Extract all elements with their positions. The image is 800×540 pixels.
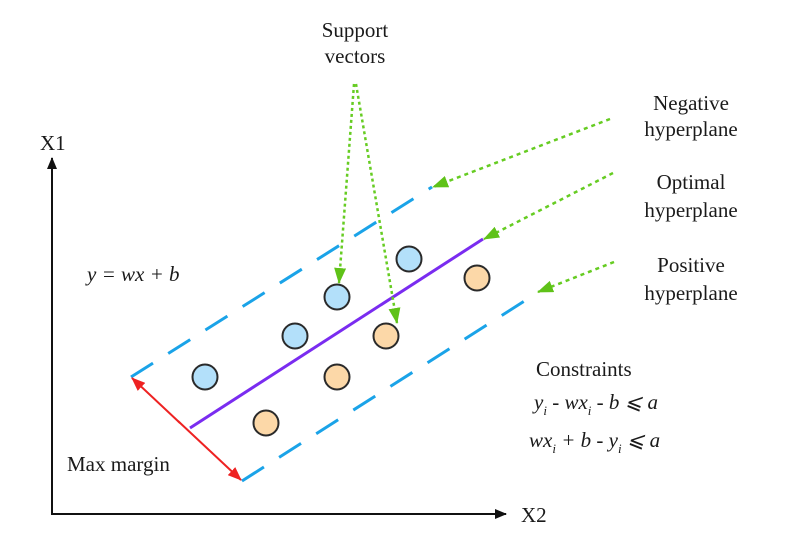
equation-label: y = wx + b [85, 262, 180, 286]
x-axis-label: X2 [521, 503, 547, 527]
orange-point [252, 409, 280, 437]
positive-hyperplane-label-2: hyperplane [644, 281, 737, 305]
constraint-2: wxi + b - yi ⩽ a [529, 428, 660, 456]
support-vector-arrow-1 [334, 83, 356, 284]
optimal-hyperplane [189, 237, 484, 430]
negative-hyperplane-arrow [432, 117, 611, 189]
orange-point [463, 264, 491, 292]
blue-point [395, 245, 423, 273]
orange-point [323, 363, 351, 391]
negative-hyperplane-label: Negative [653, 91, 729, 115]
negative-points [191, 245, 423, 391]
max-margin-arrow [177, 420, 242, 481]
max-margin-arrow-back [131, 377, 181, 424]
positive-hyperplane [241, 291, 538, 483]
positive-points [252, 264, 491, 437]
blue-support-vector [323, 283, 351, 311]
constraints-title: Constraints [536, 357, 632, 381]
support-vectors-label: Support [322, 18, 389, 42]
support-vector-arrow-2 [354, 83, 401, 324]
optimal-hyperplane-arrow [483, 171, 614, 241]
y-axis-label: X1 [40, 131, 66, 155]
negative-hyperplane-label-2: hyperplane [644, 117, 737, 141]
annotation-arrows [334, 83, 615, 324]
blue-point [191, 363, 219, 391]
blue-point [281, 322, 309, 350]
positive-hyperplane-arrow [537, 260, 615, 294]
optimal-hyperplane-label-2: hyperplane [644, 198, 737, 222]
optimal-hyperplane-label: Optimal [657, 170, 726, 194]
orange-support-vector [372, 322, 400, 350]
constraint-1: yi - wxi - b ⩽ a [532, 390, 658, 418]
constraints-block: Constraints yi - wxi - b ⩽ a wxi + b - y… [529, 357, 660, 456]
positive-hyperplane-label: Positive [657, 253, 725, 277]
support-vectors-label-2: vectors [325, 44, 386, 68]
max-margin-label: Max margin [67, 452, 170, 476]
axes: X1 X2 [40, 131, 547, 527]
negative-hyperplane [130, 185, 433, 379]
